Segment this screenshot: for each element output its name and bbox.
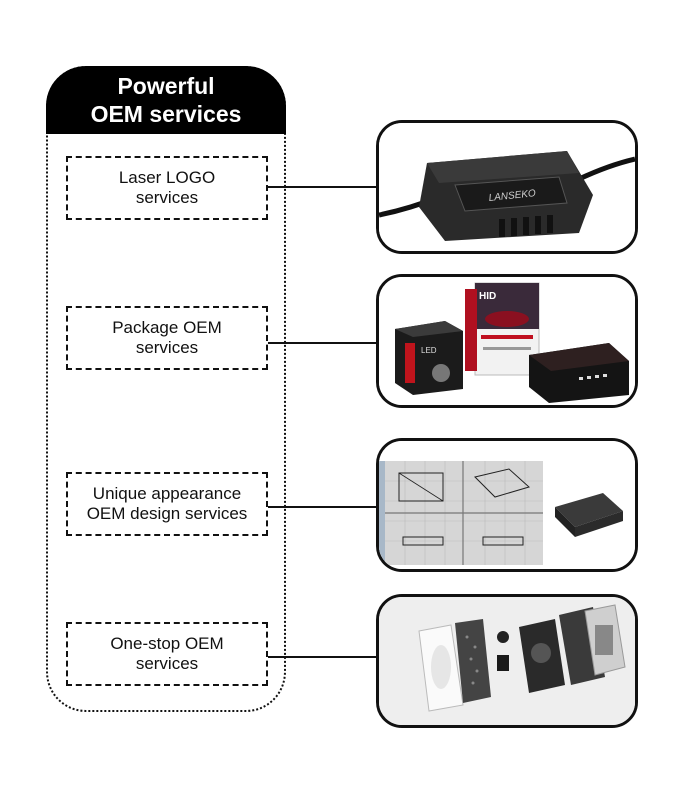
service-label-line1: One-stop OEM <box>110 634 224 653</box>
panel-title-line2: OEM services <box>90 101 242 127</box>
service-label-line1: Unique appearance <box>92 484 242 503</box>
laser-logo-text: LANSEKO <box>488 188 536 204</box>
service-label-line2: services <box>135 654 199 673</box>
panel-title: Powerful OEM services <box>46 66 286 134</box>
cad-design-screenshot <box>376 438 638 572</box>
connector-line <box>268 506 378 508</box>
service-label-line2: OEM design services <box>86 504 248 523</box>
connector-line <box>268 186 378 188</box>
service-label-line2: services <box>135 338 199 357</box>
box-label: HID <box>479 291 496 302</box>
connector-line <box>268 656 378 658</box>
box-label-small: LED <box>421 346 437 355</box>
exploded-product-parts-render <box>376 594 638 728</box>
service-box-one-stop: One-stop OEM services <box>66 622 268 686</box>
service-label-line1: Laser LOGO <box>118 168 216 187</box>
hid-product-packaging-boxes-photo: LED HID <box>376 274 638 408</box>
connector-line <box>268 342 378 344</box>
service-label-line1: Package OEM <box>112 318 222 337</box>
service-box-package-oem: Package OEM services <box>66 306 268 370</box>
service-box-laser-logo: Laser LOGO services <box>66 156 268 220</box>
service-box-appearance-design: Unique appearance OEM design services <box>66 472 268 536</box>
lanseko-controller-box-photo: LANSEKO <box>376 120 638 254</box>
service-label-line2: services <box>135 188 199 207</box>
panel-title-line1: Powerful <box>117 73 215 99</box>
